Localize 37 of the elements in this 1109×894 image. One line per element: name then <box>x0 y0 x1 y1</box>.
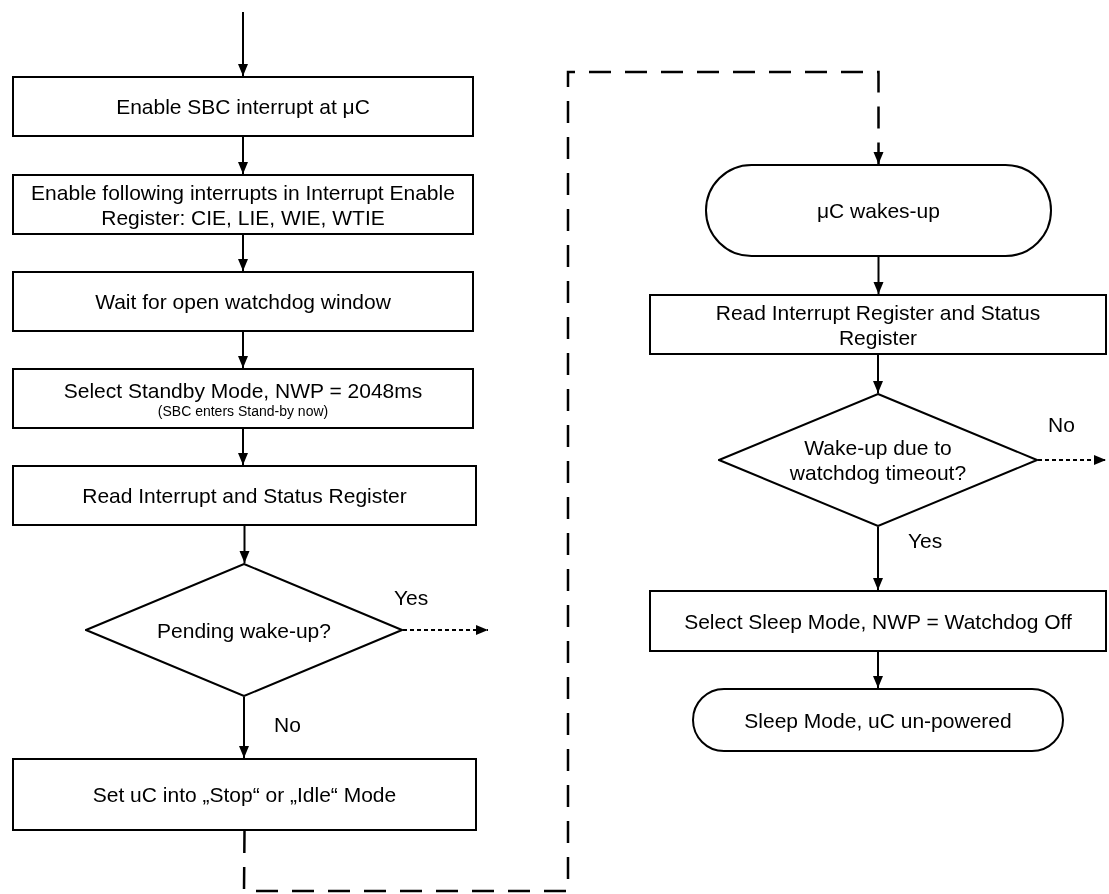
step-text: Read Interrupt and Status Register <box>81 483 408 508</box>
step-text: Enable following interrupts in Interrupt Enable Register: CIE, LIE, WIE, WTIE <box>30 179 456 230</box>
process-box <box>649 590 1107 652</box>
process-box <box>12 465 477 526</box>
arrow <box>873 526 883 591</box>
arrow <box>1037 455 1107 465</box>
arrow <box>238 11 248 77</box>
process-box <box>12 758 477 831</box>
arrow <box>239 525 250 564</box>
arrow <box>873 256 884 295</box>
step-text: Set uC into „Stop“ or „Idle“ Mode <box>91 782 398 807</box>
process-box <box>12 76 474 137</box>
process-box <box>649 294 1107 355</box>
terminal-shape <box>692 688 1064 752</box>
process-box <box>12 271 474 332</box>
arrow <box>238 136 248 175</box>
decision-diamond <box>718 393 1038 527</box>
step-text: μC wakes-up <box>816 198 941 223</box>
process-box <box>12 368 474 429</box>
arrow <box>238 331 248 369</box>
step-text: Select Sleep Mode, NWP = Watchdog Off <box>683 608 1073 634</box>
arrow <box>238 234 248 272</box>
process-box <box>12 174 474 235</box>
arrow <box>873 354 883 394</box>
step-text: Wake-up due to watchdog timeout? <box>788 435 968 485</box>
step-text: Sleep Mode, uC un-powered <box>743 707 1013 733</box>
arrow <box>238 428 248 466</box>
step-text: Pending wake-up? <box>156 617 332 643</box>
step-text: Select Standby Mode, NWP = 2048ms <box>62 377 424 403</box>
step-text: Read Interrupt Register and Status Register <box>714 299 1042 350</box>
arrow <box>402 625 489 635</box>
step-text: Enable SBC interrupt at μC <box>115 94 371 119</box>
note-text: (SBC enters Stand-by now) <box>156 402 330 420</box>
step-text: Wait for open watchdog window <box>94 289 392 314</box>
arrow <box>242 70 884 893</box>
arrow <box>239 696 249 759</box>
arrow <box>873 651 883 689</box>
